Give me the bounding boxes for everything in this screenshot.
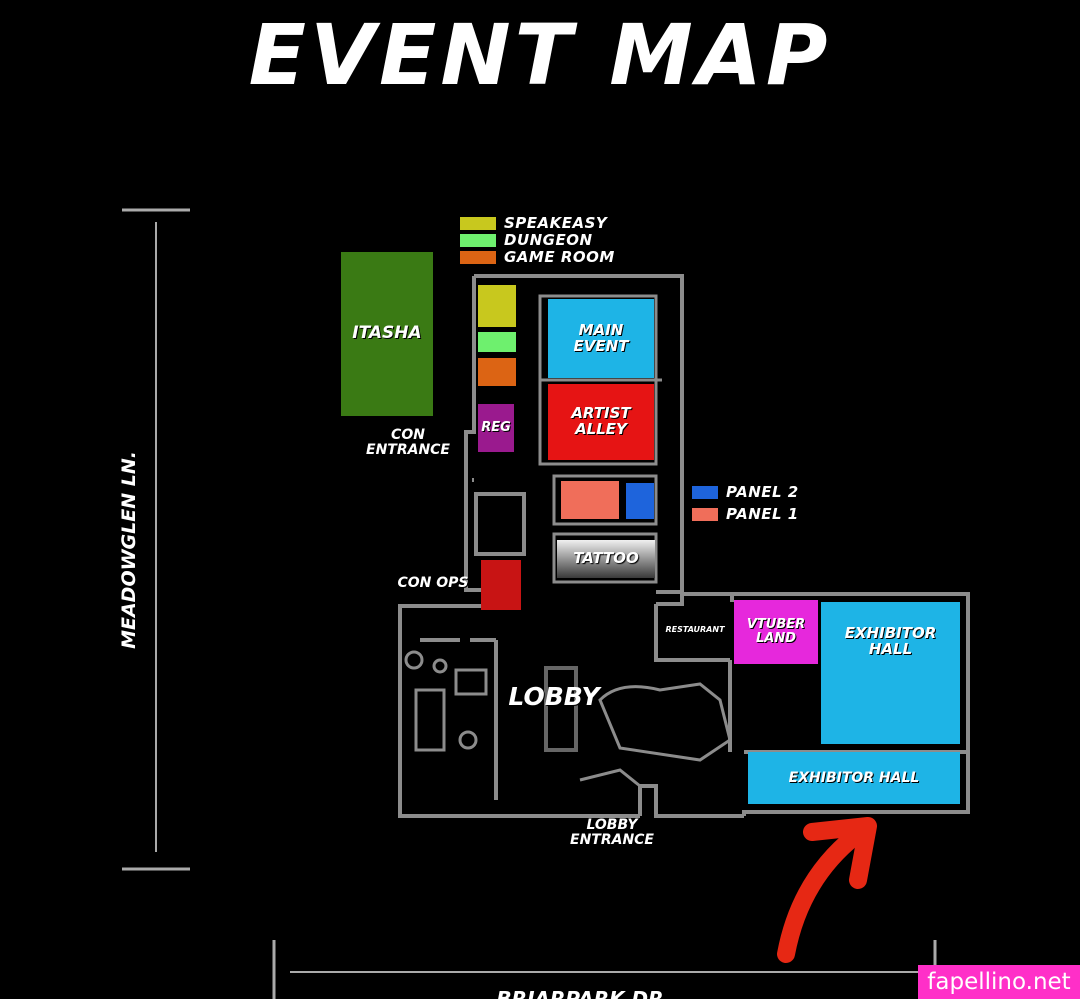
panel-1-swatch xyxy=(692,507,718,521)
legend-dungeon: DUNGEON xyxy=(460,231,593,249)
room-con-ops[interactable] xyxy=(481,560,521,610)
room-label: ARTIST xyxy=(571,404,631,423)
arrow-shaft xyxy=(777,827,864,963)
room-dungeon[interactable] xyxy=(478,332,516,352)
lobby-label: LOBBY xyxy=(508,682,600,711)
street-label-bottom: BRIARPARK DR xyxy=(480,988,680,999)
room-artist-alley[interactable]: ARTIST ALLEY xyxy=(548,384,654,460)
legend-label: PANEL 2 xyxy=(726,483,799,501)
con-entrance-line-1: CON xyxy=(391,427,425,443)
room-tattoo[interactable]: TATTOO xyxy=(557,540,655,578)
arrow-head xyxy=(803,817,877,889)
legend-label: GAME ROOM xyxy=(504,248,615,266)
room-label: VTUBER xyxy=(746,617,806,633)
con-entrance-line-2: ENTRANCE xyxy=(366,441,450,458)
room-label: HALL xyxy=(868,639,913,658)
restaurant-label: RESTAURANT xyxy=(665,625,725,634)
room-main-event[interactable]: MAIN EVENT xyxy=(548,299,654,378)
lobby-entrance-line-1: LOBBY xyxy=(586,817,638,833)
legend-label: DUNGEON xyxy=(504,231,593,249)
room-panel-2[interactable] xyxy=(626,483,654,519)
room-label: EVENT xyxy=(573,336,629,355)
room-itasha[interactable]: ITASHA xyxy=(341,252,433,416)
legend-panel-1: PANEL 1 xyxy=(692,505,799,523)
room-panel-1[interactable] xyxy=(561,481,619,519)
room-exhibitor-hall-main[interactable]: EXHIBITOR HALL xyxy=(821,602,960,744)
con-entrance-label: CON ENTRANCE xyxy=(350,428,466,457)
lobby-entrance-line-2: ENTRANCE xyxy=(570,831,654,848)
room-speakeasy[interactable] xyxy=(478,285,516,327)
room-label: ALLEY xyxy=(575,420,627,438)
dungeon-swatch xyxy=(460,233,496,247)
legend-label: SPEAKEASY xyxy=(504,214,608,232)
legend-game-room: GAME ROOM xyxy=(460,248,615,266)
room-reg[interactable]: REG xyxy=(478,404,514,452)
watermark: fapellino.net xyxy=(918,965,1080,999)
map-title: EVENT MAP xyxy=(248,6,832,104)
street-label-left: MEADOWGLEN LN. xyxy=(118,451,141,649)
legend-panel-2: PANEL 2 xyxy=(692,483,799,501)
room-label: EXHIBITOR HALL xyxy=(788,769,920,786)
room-label: EXHIBITOR xyxy=(844,624,937,642)
room-label: LAND xyxy=(755,631,796,646)
con-ops-label: CON OPS xyxy=(397,575,469,591)
room-label: TATTOO xyxy=(573,549,639,568)
speakeasy-swatch xyxy=(460,216,496,230)
room-label: MAIN xyxy=(578,320,624,339)
room-label: ITASHA xyxy=(352,323,422,344)
panel-2-swatch xyxy=(692,485,718,499)
lobby-entrance-label: LOBBY ENTRANCE xyxy=(556,818,668,847)
game-room-swatch xyxy=(460,250,496,264)
legend-label: PANEL 1 xyxy=(726,505,799,523)
room-vtuber-land[interactable]: VTUBER LAND xyxy=(734,600,818,664)
legend-speakeasy: SPEAKEASY xyxy=(460,214,607,232)
room-exhibitor-hall-strip[interactable]: EXHIBITOR HALL xyxy=(748,752,960,804)
room-game-room[interactable] xyxy=(478,358,516,386)
room-label: REG xyxy=(481,420,511,436)
